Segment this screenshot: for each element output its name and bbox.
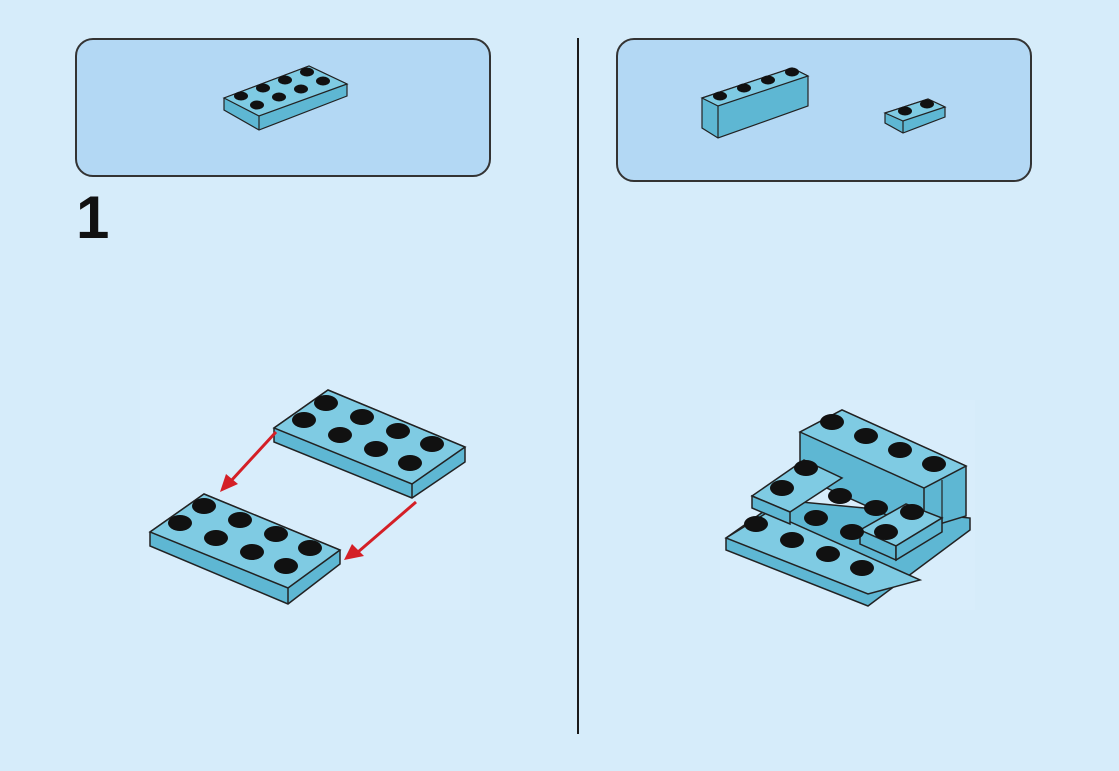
step-1-assembly-illustration	[140, 380, 480, 615]
parts-list-box-right	[616, 38, 1032, 182]
step-number: 1	[76, 188, 109, 248]
plate-2x4-icon	[219, 58, 354, 138]
step-assembly-result-illustration	[720, 400, 980, 615]
brick-1x4-icon	[700, 58, 815, 143]
parts-list-box-left	[75, 38, 491, 177]
plate-1x2-icon	[883, 95, 953, 140]
page-divider	[577, 38, 579, 734]
